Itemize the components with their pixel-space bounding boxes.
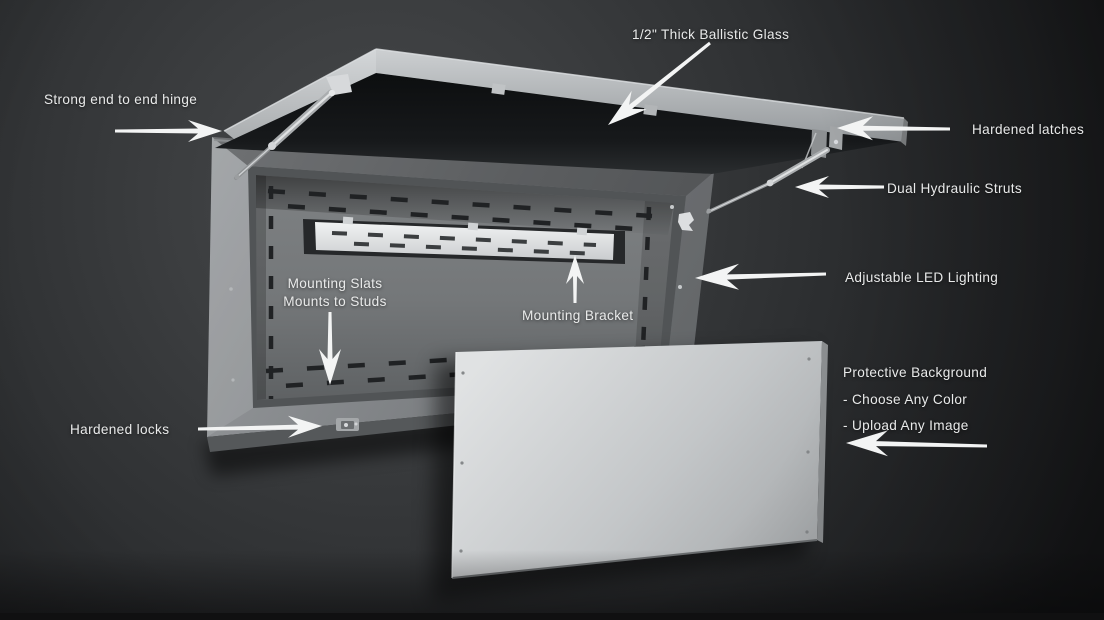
arrow-hinge	[115, 120, 222, 142]
label-locks: Hardened locks	[70, 422, 170, 437]
bottom-fade	[0, 550, 1104, 614]
label-latches: Hardened latches	[972, 122, 1085, 137]
label-protective-background-bullet1: - Choose Any Color	[843, 391, 968, 407]
arrow-led	[695, 263, 826, 290]
label-protective-background: Protective Background - Choose Any Color…	[843, 364, 987, 435]
arrow-locks	[198, 415, 322, 438]
label-slats-line2: Mounts to Studs	[283, 293, 387, 309]
arrow-ballistic-glass	[608, 41, 711, 125]
label-ballistic-glass: 1/2" Thick Ballistic Glass	[632, 27, 790, 42]
bottom-strip	[0, 613, 1104, 620]
label-protective-background-title: Protective Background	[843, 365, 988, 380]
label-hinge: Strong end to end hinge	[44, 92, 198, 107]
arrow-slats	[319, 312, 341, 385]
annotation-arrows	[115, 41, 987, 457]
label-bracket: Mounting Bracket	[522, 308, 634, 323]
label-slats-line1: Mounting Slats	[287, 276, 383, 291]
arrow-struts	[795, 176, 884, 198]
label-protective-background-bullet2: - Upload Any Image	[843, 418, 969, 434]
arrow-bracket	[566, 255, 584, 303]
arrow-protective-background	[846, 430, 987, 457]
arrow-latches	[837, 116, 950, 141]
label-struts: Dual Hydraulic Struts	[887, 181, 1023, 196]
label-led: Adjustable LED Lighting	[845, 270, 999, 285]
label-slats: Mounting Slats Mounts to Studs	[270, 275, 400, 310]
